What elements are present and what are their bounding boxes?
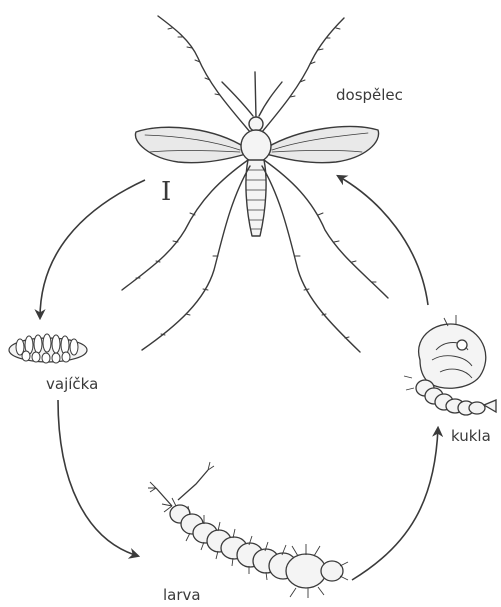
- pupa-label: kukla: [451, 427, 491, 445]
- cycle-arrows: [40, 176, 438, 580]
- arrow-larva-to-pupa: [352, 428, 438, 580]
- egg-raft-icon: [9, 334, 87, 363]
- scale-marker: I: [161, 177, 171, 207]
- arrow-pupa-to-adult: [338, 176, 428, 305]
- eggs-label: vajíčka: [46, 375, 98, 393]
- right-wing: [266, 127, 379, 163]
- left-wing: [135, 127, 246, 162]
- arrow-adult-to-eggs: [40, 180, 145, 318]
- pupa-icon: [404, 315, 496, 415]
- larva-label: larva: [163, 586, 201, 604]
- arrow-eggs-to-larva: [58, 400, 138, 556]
- larva-icon: [148, 462, 348, 598]
- adult-abdomen: [246, 160, 266, 236]
- adult-label: dospělec: [336, 86, 403, 104]
